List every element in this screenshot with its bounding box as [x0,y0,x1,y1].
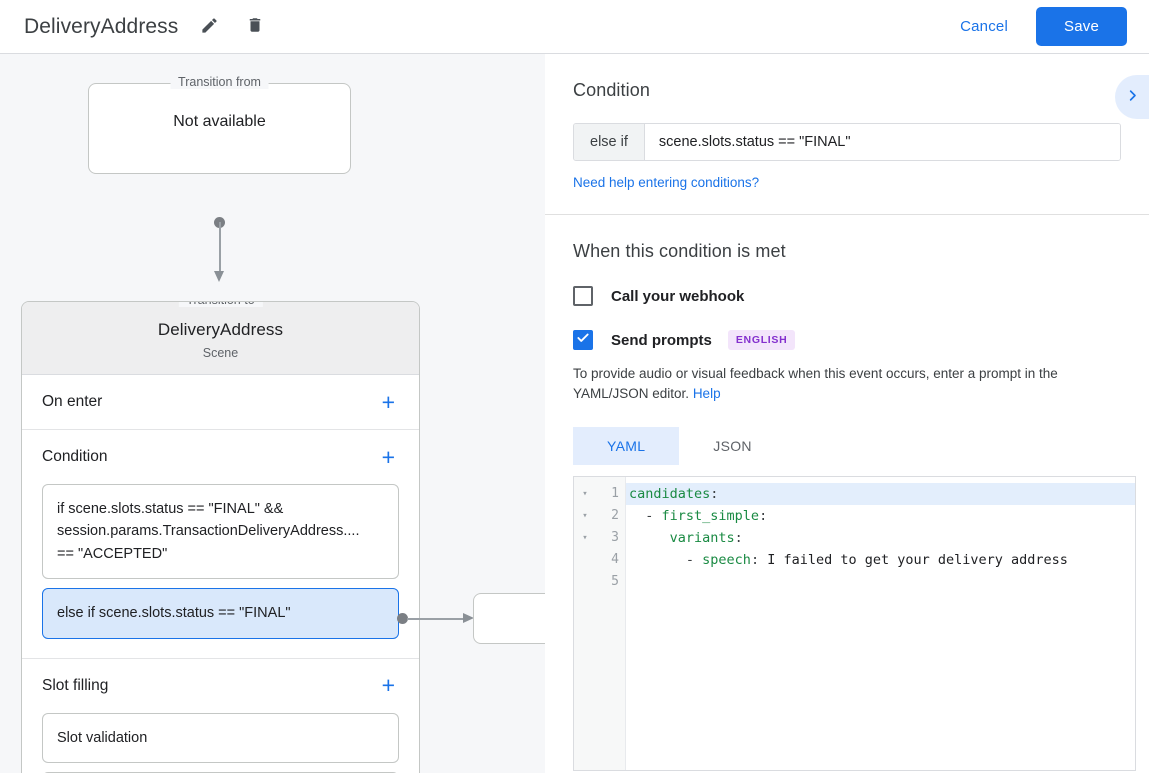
help-link[interactable]: Help [692,386,721,402]
add-condition-button[interactable]: + [378,444,399,471]
trash-icon [246,16,264,37]
add-slot-filling-button[interactable]: + [378,672,399,699]
cancel-button[interactable]: Cancel [946,9,1022,44]
condition-prefix-label: else if [574,124,645,160]
page-title: DeliveryAddress [24,14,179,38]
add-on-enter-button[interactable]: + [378,389,399,416]
transition-to-card[interactable]: Transition to DeliveryAddress Scene On e… [21,301,420,773]
condition-chip-if[interactable]: if scene.slots.status == "FINAL" && sess… [42,484,399,580]
editor-code-line[interactable]: variants: [626,527,1135,549]
slot-chip-slot-validation[interactable]: Slot validation [42,712,399,764]
editor-line-number[interactable]: ▾2 [574,505,625,527]
connector-dot [397,613,408,624]
expand-panel-button[interactable] [1115,75,1149,119]
editor-code-line[interactable]: candidates: [626,482,1135,505]
section-title-on-enter: On enter [42,393,103,410]
call-webhook-checkbox[interactable] [573,286,593,306]
flow-canvas[interactable]: Transition from Not available Transition… [0,54,545,773]
connector-line [219,222,221,274]
send-prompts-row: Send prompts ENGLISH [573,330,1121,350]
tab-yaml[interactable]: YAML [573,426,680,465]
webhook-row: Call your webhook [573,286,1121,306]
code-token: : [750,551,768,568]
editor-line-number[interactable]: ▾3 [574,527,625,549]
save-button[interactable]: Save [1036,7,1127,46]
condition-editor-row: else if [573,123,1121,161]
next-node-card[interactable] [473,593,545,644]
code-token: - [629,507,662,524]
panel-section-when-met: When this condition is met Call your web… [545,215,1149,771]
section-title-condition: Condition [42,448,108,465]
editor-code-area[interactable]: candidates: - first_simple: variants: - … [626,477,1135,770]
line-number: 2 [611,508,619,523]
section-header: Slot filling + [42,659,399,713]
line-number: 1 [611,486,619,501]
code-token: candidates [629,485,711,502]
transition-to-legend: Transition to [178,302,263,307]
section-on-enter: On enter + [22,375,419,430]
language-badge: ENGLISH [727,330,796,350]
transition-from-value: Not available [173,112,266,130]
edit-name-button[interactable] [194,12,224,42]
prompts-helper-sentence: To provide audio or visual feedback when… [573,366,1058,402]
editor-code-line[interactable] [626,571,1135,593]
top-bar-actions: Cancel Save [946,7,1149,46]
panel-section-condition: Condition else if Need help entering con… [545,54,1149,215]
transition-from-legend: Transition from [170,75,269,89]
details-panel: Condition else if Need help entering con… [545,54,1149,773]
section-title-slot-filling: Slot filling [42,676,109,694]
fold-arrow-icon[interactable]: ▾ [582,510,588,521]
chevron-right-icon [1125,88,1140,106]
code-token: : [710,485,719,502]
code-token [629,530,670,546]
code-token: : [759,507,768,524]
top-app-bar: DeliveryAddress Cancel Save [0,0,1149,54]
send-prompts-label: Send prompts [611,331,712,349]
code-token: first_simple [661,507,760,524]
prompts-helper-text: To provide audio or visual feedback when… [573,364,1121,405]
check-icon [576,331,590,350]
section-slot-filling: Slot filling + Slot validation Transacti… [22,659,419,773]
delete-button[interactable] [240,12,270,42]
code-token: variants [669,529,735,546]
editor-line-number[interactable]: 5 [574,571,625,593]
panel-title-condition: Condition [573,80,650,100]
connector-arrowhead [214,271,224,282]
editor-code-line[interactable]: - speech: I failed to get your delivery … [626,549,1135,571]
condition-expression-input[interactable] [644,124,1120,160]
connector-line [407,618,465,620]
when-condition-met-title: When this condition is met [573,241,786,261]
pencil-icon [200,16,219,38]
transition-from-card[interactable]: Transition from Not available [88,75,351,174]
code-token: I failed to get your delivery address [767,551,1068,568]
code-token: : [734,529,743,546]
line-number: 3 [611,530,619,545]
editor-code-line[interactable]: - first_simple: [626,505,1135,527]
code-token: speech [702,551,751,568]
section-header: On enter + [42,375,399,429]
code-token: - [629,551,703,568]
line-number: 5 [611,574,619,589]
scene-type: Scene [202,346,239,360]
connector-arrowhead [463,613,474,623]
condition-chip-else-if[interactable]: else if scene.slots.status == "FINAL" [42,588,399,639]
section-condition: Condition + if scene.slots.status == "FI… [22,430,419,659]
editor-line-number[interactable]: ▾1 [574,483,625,505]
scene-header: DeliveryAddress Scene [22,302,419,375]
editor-line-number[interactable]: 4 [574,549,625,571]
section-header: Condition + [42,430,399,484]
fold-arrow-icon[interactable]: ▾ [582,488,588,499]
fold-arrow-icon[interactable]: ▾ [582,532,588,543]
editor-format-tabs: YAML JSON [573,426,1121,465]
send-prompts-checkbox[interactable] [573,330,593,350]
need-help-link[interactable]: Need help entering conditions? [573,175,760,190]
call-webhook-label: Call your webhook [611,287,745,305]
tab-json[interactable]: JSON [679,427,786,465]
line-number: 4 [611,552,619,567]
scene-name: DeliveryAddress [157,320,284,339]
